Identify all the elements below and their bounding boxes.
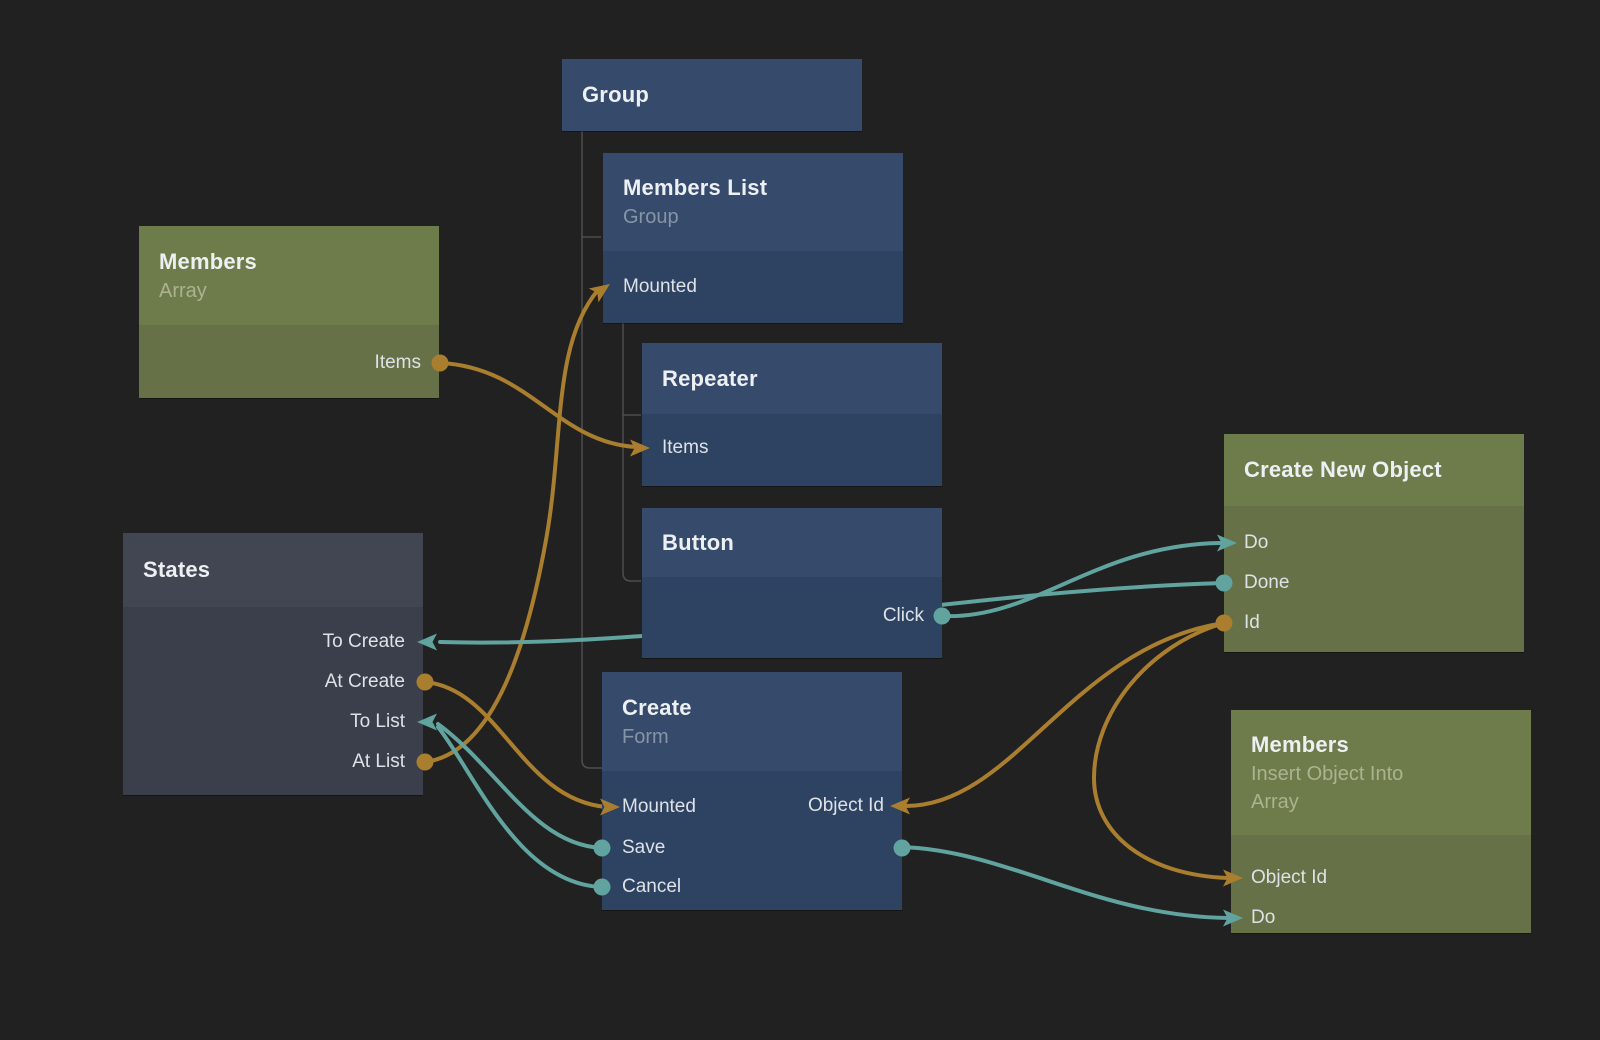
port-mounted-input[interactable]: Mounted <box>623 276 697 297</box>
node-subtitle: Form <box>622 725 669 748</box>
node-create-new-object-header: Create New Object <box>1224 434 1524 506</box>
port-items-output[interactable]: Items <box>374 352 421 373</box>
node-title: Members <box>159 248 257 274</box>
hierarchy-line-group <box>581 131 602 769</box>
wire-create_form.save-to-states.to_list[interactable] <box>436 722 604 850</box>
wire-create_new_object.id-to-create_form.object_id[interactable] <box>904 621 1226 808</box>
port-items-input[interactable]: Items <box>662 437 709 458</box>
node-group[interactable]: Group <box>562 59 862 131</box>
port-do-input[interactable]: Do <box>1244 532 1269 553</box>
node-title: States <box>143 557 211 582</box>
node-repeater[interactable]: Repeater Items <box>642 343 942 486</box>
node-members-insert[interactable]: Members Insert Object Into Array Object … <box>1231 710 1531 933</box>
node-subtitle: Insert Object Into Array <box>1251 762 1404 813</box>
port-to-list-input[interactable]: To List <box>350 711 405 732</box>
port-object-id-input[interactable]: Object Id <box>807 795 884 816</box>
node-subtitle: Group <box>623 206 679 228</box>
wire-states.at_create-to-create_form.mounted[interactable] <box>423 680 608 809</box>
port-mounted-input[interactable]: Mounted <box>622 796 696 817</box>
node-create-form[interactable]: Create Form Mounted Object Id Save Cance… <box>602 672 902 910</box>
wire-states.at_list-to-members_list.mounted[interactable] <box>423 288 600 764</box>
port-object-id-input[interactable]: Object Id <box>1251 867 1328 888</box>
node-button[interactable]: Button Click <box>642 508 942 658</box>
node-title: Create <box>622 694 692 720</box>
port-click-output[interactable]: Click <box>882 605 924 626</box>
node-title: Members <box>1251 731 1349 757</box>
node-members-array[interactable]: Members Array Items <box>139 226 439 398</box>
port-at-create-output[interactable]: At Create <box>324 671 405 692</box>
node-states[interactable]: States To Create At Create To List At Li… <box>123 533 423 795</box>
node-repeater-header: Repeater <box>642 343 942 414</box>
port-to-create-input[interactable]: To Create <box>322 631 405 652</box>
node-states-header: States <box>123 533 423 607</box>
port-done-output[interactable]: Done <box>1244 572 1290 593</box>
wire-create_new_object.id-to-members_insert.object_id[interactable] <box>1091 621 1230 880</box>
hierarchy-line-members-list <box>622 323 641 582</box>
node-title: Repeater <box>662 365 758 391</box>
wire-button.click-to-create_new_object.do[interactable] <box>940 541 1222 619</box>
port-at-list-output[interactable]: At List <box>352 751 405 772</box>
port-save-output[interactable]: Save <box>622 837 666 858</box>
node-members-list[interactable]: Members List Group Mounted <box>603 153 903 323</box>
port-id-output[interactable]: Id <box>1244 612 1260 633</box>
node-title: Create New Object <box>1244 457 1442 482</box>
node-title: Button <box>662 529 735 555</box>
wire-members_array.items-to-repeater.items[interactable] <box>438 361 638 449</box>
node-title: Group <box>582 82 649 107</box>
port-cancel-output[interactable]: Cancel <box>622 876 682 897</box>
node-group-header: Group <box>562 59 862 131</box>
node-button-header: Button <box>642 508 942 577</box>
wire-create_form.cancel-to-states.to_list[interactable] <box>436 725 604 889</box>
node-create-form-header: Create Form <box>602 672 902 771</box>
node-create-new-object[interactable]: Create New Object Do Done Id <box>1224 434 1524 652</box>
node-title: Members List <box>623 175 768 200</box>
node-subtitle: Array <box>159 279 207 302</box>
wire-create_form.save-to-members_insert.do[interactable] <box>900 845 1230 920</box>
node-members-list-header: Members List Group <box>603 153 903 251</box>
port-do-input[interactable]: Do <box>1251 907 1276 928</box>
node-members-insert-header: Members Insert Object Into Array <box>1231 710 1531 835</box>
node-members-array-header: Members Array <box>139 226 439 325</box>
